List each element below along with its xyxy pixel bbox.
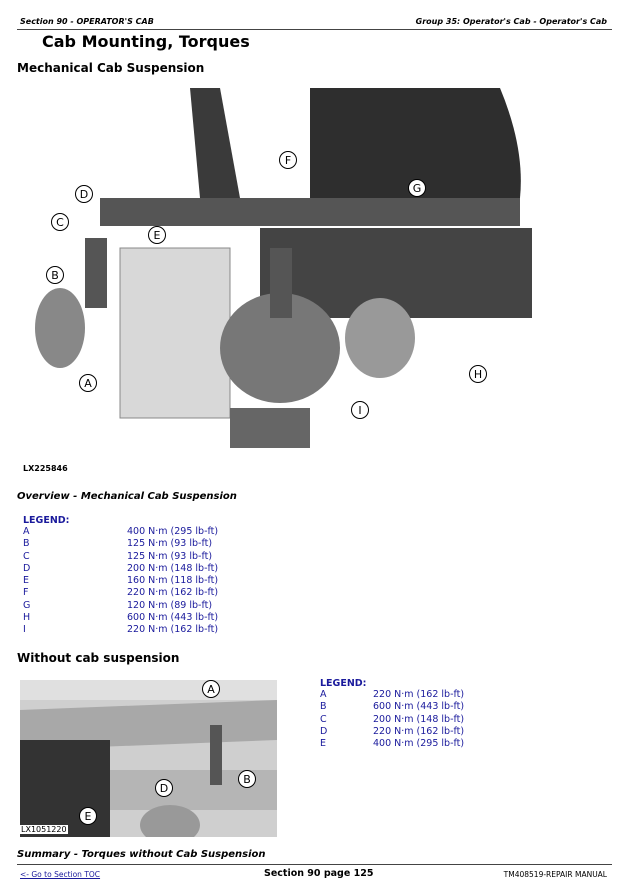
legend-row: B 125 N·m (93 lb-ft) [23,538,223,550]
figure-id-2: LX1051220 [20,825,68,834]
legend-torque: 220 N·m (162 lb-ft) [127,624,219,636]
legend-torque: 400 N·m (295 lb-ft) [127,526,219,537]
legend-letter: A [23,526,30,537]
callout-d: D [75,185,93,203]
figure-id-1: LX225846 [23,464,68,473]
legend-row: G 120 N·m (89 lb-ft) [23,600,223,612]
legend-torque: 220 N·m (162 lb-ft) [373,689,465,700]
legend-letter: F [23,587,29,599]
legend-row: H 600 N·m (443 lb-ft) [23,612,223,624]
legend-title: LEGEND: [23,515,70,526]
header-section: Section 90 - OPERATOR'S CAB [20,17,154,26]
legend-letter: E [320,738,327,750]
legend-row: C 200 N·m (148 lb-ft) [320,714,520,726]
legend-letter: B [320,701,327,713]
legend-torque: 600 N·m (443 lb-ft) [373,701,465,713]
legend-row: B 600 N·m (443 lb-ft) [320,701,520,713]
page-number: Section 90 page 125 [264,868,374,879]
section-heading-without-suspension: Without cab suspension [17,651,180,665]
callout-f: F [279,151,297,169]
legend-letter: A [320,689,327,700]
legend-row: E 400 N·m (295 lb-ft) [320,738,520,750]
legend-row: D 220 N·m (162 lb-ft) [320,726,520,738]
legend-torque: 160 N·m (118 lb-ft) [127,575,219,587]
section-heading-mechanical: Mechanical Cab Suspension [17,61,205,75]
legend-torque: 220 N·m (162 lb-ft) [127,587,219,599]
legend-torque: 200 N·m (148 lb-ft) [373,713,465,725]
legend-letter: D [320,725,328,737]
callout-g: G [408,179,426,197]
callout-a: A [79,374,97,392]
legend-letter: G [23,599,31,611]
legend-letter: B [23,538,30,550]
legend-torque: 600 N·m (443 lb-ft) [127,612,219,624]
legend-torque: 120 N·m (89 lb-ft) [127,599,213,611]
figure-caption-2: Summary - Torques without Cab Suspension [17,849,266,860]
legend-torque: 200 N·m (148 lb-ft) [127,562,219,574]
callout-b: B [238,770,256,788]
legend-letter: E [23,575,30,587]
callout-b: B [46,266,64,284]
legend-row: D 200 N·m (148 lb-ft) [23,563,223,575]
figure-mechanical-cab-suspension: F D G C E B A H I [20,88,532,453]
legend-title: LEGEND: [320,678,367,689]
legend-row: F 220 N·m (162 lb-ft) [23,587,223,599]
callout-h: H [469,365,487,383]
callout-i: I [351,401,369,419]
callout-e: E [79,807,97,825]
legend-letter: C [23,550,30,562]
legend-torque: 125 N·m (93 lb-ft) [127,538,213,550]
legend-row: C 125 N·m (93 lb-ft) [23,551,223,563]
legend-torque: 125 N·m (93 lb-ft) [127,550,213,562]
legend-row: I 220 N·m (162 lb-ft) [23,624,223,636]
legend-row: E 160 N·m (118 lb-ft) [23,575,223,587]
legend-torque: 220 N·m (162 lb-ft) [373,725,465,737]
frame-illustration [20,680,277,837]
page-title: Cab Mounting, Torques [42,32,250,51]
callout-d: D [155,779,173,797]
legend-row: A 220 N·m (162 lb-ft) [320,689,520,701]
legend-letter: I [23,624,26,636]
header-group: Group 35: Operator's Cab - Operator's Ca… [415,17,607,26]
legend-letter: C [320,713,327,725]
legend-letter: D [23,562,31,574]
suspension-illustration [35,88,532,448]
figure-without-suspension: A B D E LX1051220 [20,680,277,837]
legend-2: LEGEND: A 220 N·m (162 lb-ft) B 600 N·m (44… [320,678,520,750]
go-to-section-toc-link[interactable]: <- Go to Section TOC [20,870,101,879]
callout-a: A [202,680,220,698]
manual-id: TM408519-REPAIR MANUAL [503,870,607,879]
header-rule [17,29,612,30]
footer-rule [17,864,612,865]
legend-row: A 400 N·m (295 lb-ft) [23,526,223,538]
figure-caption-1: Overview - Mechanical Cab Suspension [17,491,237,502]
legend-1: LEGEND: A 400 N·m (295 lb-ft) B 125 N·m (93… [23,515,223,637]
legend-letter: H [23,612,31,624]
callout-c: C [51,213,69,231]
callout-e: E [148,226,166,244]
legend-torque: 400 N·m (295 lb-ft) [373,738,465,750]
